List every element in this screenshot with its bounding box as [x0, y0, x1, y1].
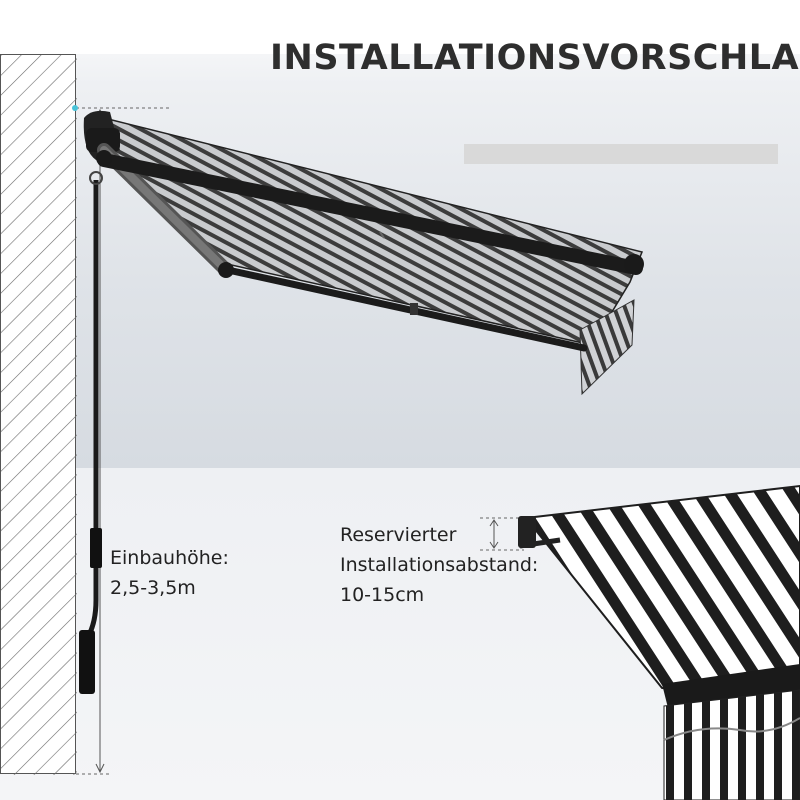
header-background [0, 0, 800, 54]
reserved-distance-line2: Installationsabstand: [340, 554, 539, 576]
installation-height-label: Einbauhöhe: 2,5-3,5m [110, 543, 229, 603]
page-title: INSTALLATIONSVORSCHLAG [270, 38, 800, 78]
wall [0, 54, 77, 775]
distance-dimension-marker [480, 517, 524, 551]
awning-detail [518, 484, 800, 800]
crank-handle [79, 171, 103, 694]
installation-height-title: Einbauhöhe: [110, 547, 229, 569]
installation-height-value: 2,5-3,5m [110, 577, 196, 599]
reserved-distance-label: Reservierter Installationsabstand: 10-15… [340, 520, 538, 610]
awning-canopy [83, 110, 644, 396]
title-underline-bar [464, 144, 778, 164]
reserved-distance-value: 10-15cm [340, 584, 425, 606]
anchor-point-icon [72, 105, 78, 111]
reserved-distance-line1: Reservierter [340, 524, 457, 546]
